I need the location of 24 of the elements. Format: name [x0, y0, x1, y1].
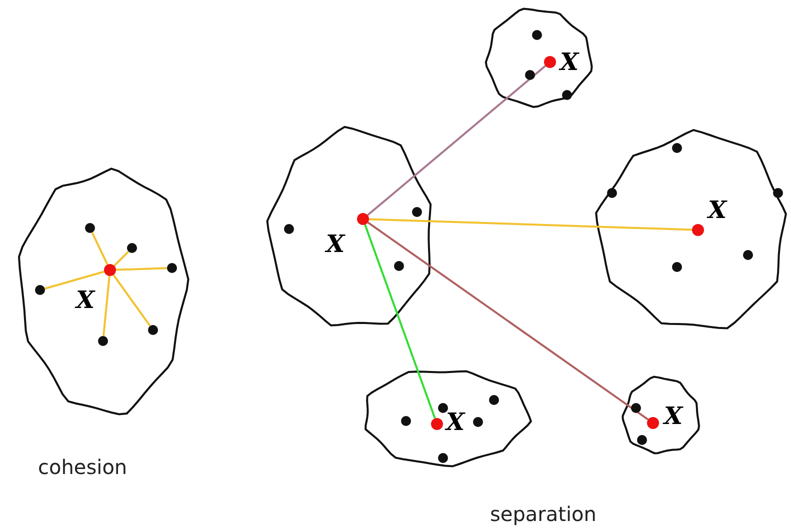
data-point [607, 188, 617, 198]
distance-line [364, 224, 436, 419]
distance-line [112, 274, 151, 327]
cluster-outline [622, 377, 700, 455]
caption-label: cohesion [38, 455, 128, 479]
distance-line [102, 276, 110, 336]
distance-line [114, 250, 130, 266]
distance-line [44, 270, 104, 290]
distance-line [368, 218, 692, 231]
distance-line [366, 65, 546, 216]
caption-label: separation [490, 502, 596, 526]
centroid-label: X [560, 50, 579, 74]
centroid-label: X [664, 404, 683, 428]
distance-line [367, 222, 649, 420]
centroid-label: X [76, 288, 95, 312]
cluster-outline [484, 8, 592, 108]
distance-line [91, 232, 108, 266]
centroid-label: X [326, 232, 345, 256]
cluster-outline [18, 165, 190, 415]
cluster-outline [597, 130, 790, 332]
data-point [773, 188, 783, 198]
distance-line [116, 267, 168, 271]
centroid-label: X [708, 198, 727, 222]
centroid-label: X [446, 410, 465, 434]
